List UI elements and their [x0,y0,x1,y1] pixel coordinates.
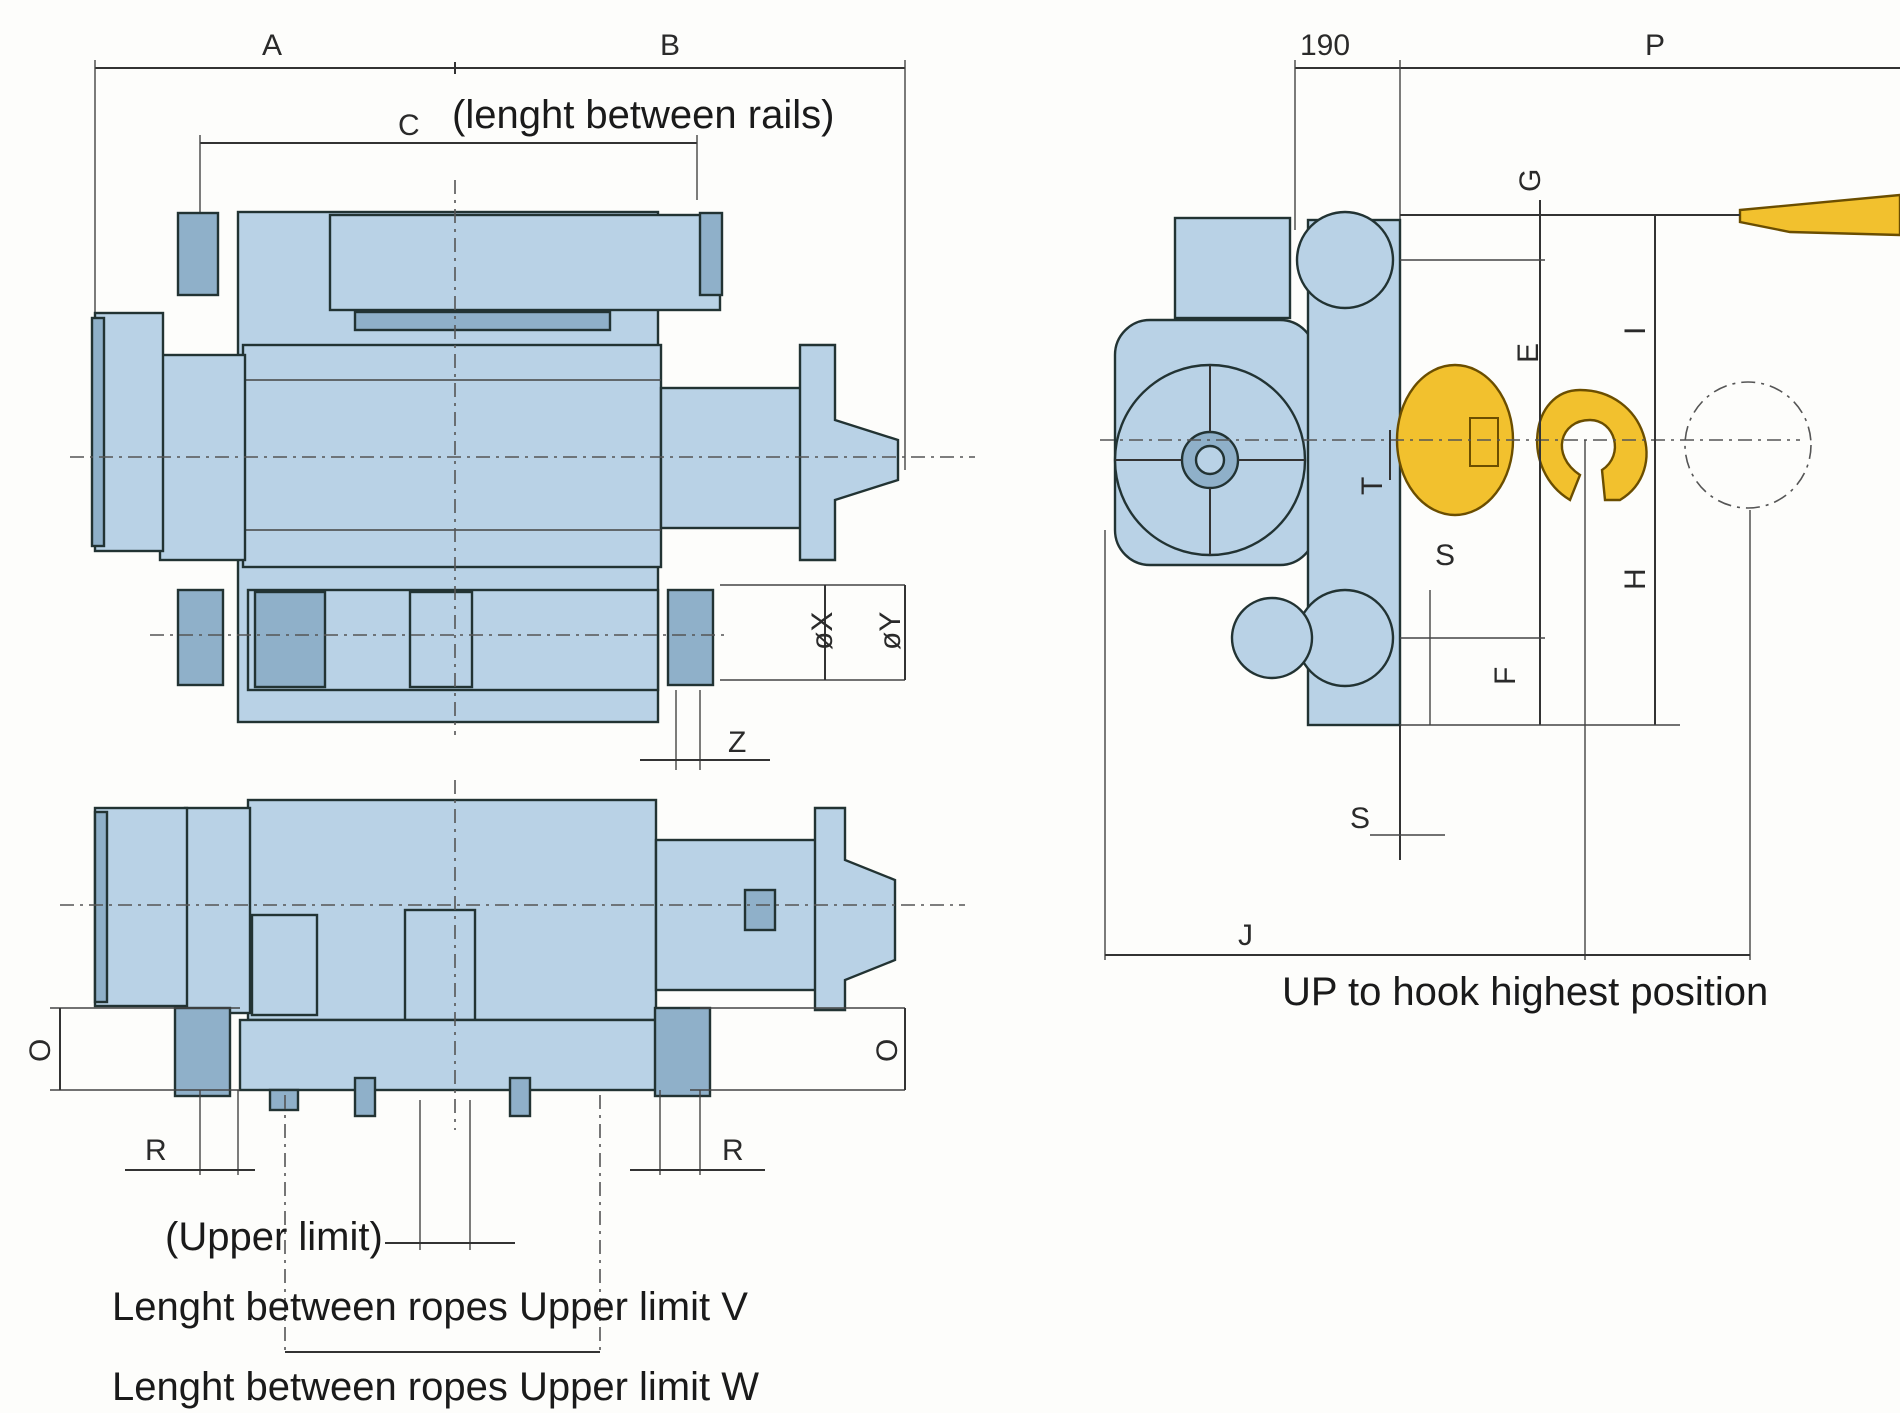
dim-x: øX [806,612,839,650]
caption-ropes-v: Lenght between ropes Upper limit V [112,1285,748,1329]
dim-j: J [1238,919,1253,952]
dim-s-top: S [1435,539,1455,572]
hoist-end-view [1100,60,1900,960]
dim-o-right: O [871,1039,904,1062]
dimension-labels: A B C 190 P G E I T S H F S J øX øY Z O … [24,29,1665,1167]
dim-a: A [262,29,282,62]
dim-t: T [1356,477,1389,495]
dim-r-right: R [722,1134,744,1167]
captions: (lenght between rails) UP to hook highes… [112,93,1768,1409]
dim-b: B [660,29,680,62]
hoist-front-view [50,780,965,1355]
dim-i: I [1619,327,1652,335]
hoist-top-view [70,60,975,770]
caption-hook: UP to hook highest position [1282,970,1768,1014]
dim-c: C [398,109,420,142]
dim-h: H [1619,568,1652,590]
dim-190: 190 [1300,29,1350,62]
caption-ropes-w: Lenght between ropes Upper limit W [112,1365,759,1409]
dim-s-bottom: S [1350,802,1370,835]
dim-y: øY [874,612,907,650]
caption-rails: (lenght between rails) [452,93,834,137]
dim-r-left: R [145,1134,167,1167]
dim-g: G [1514,169,1547,192]
dim-e: E [1512,343,1545,363]
dim-o-left: O [24,1039,57,1062]
dim-z: Z [728,726,746,759]
dim-f: F [1489,667,1522,685]
caption-upper-limit: (Upper limit) [165,1215,383,1259]
dim-p: P [1645,29,1665,62]
